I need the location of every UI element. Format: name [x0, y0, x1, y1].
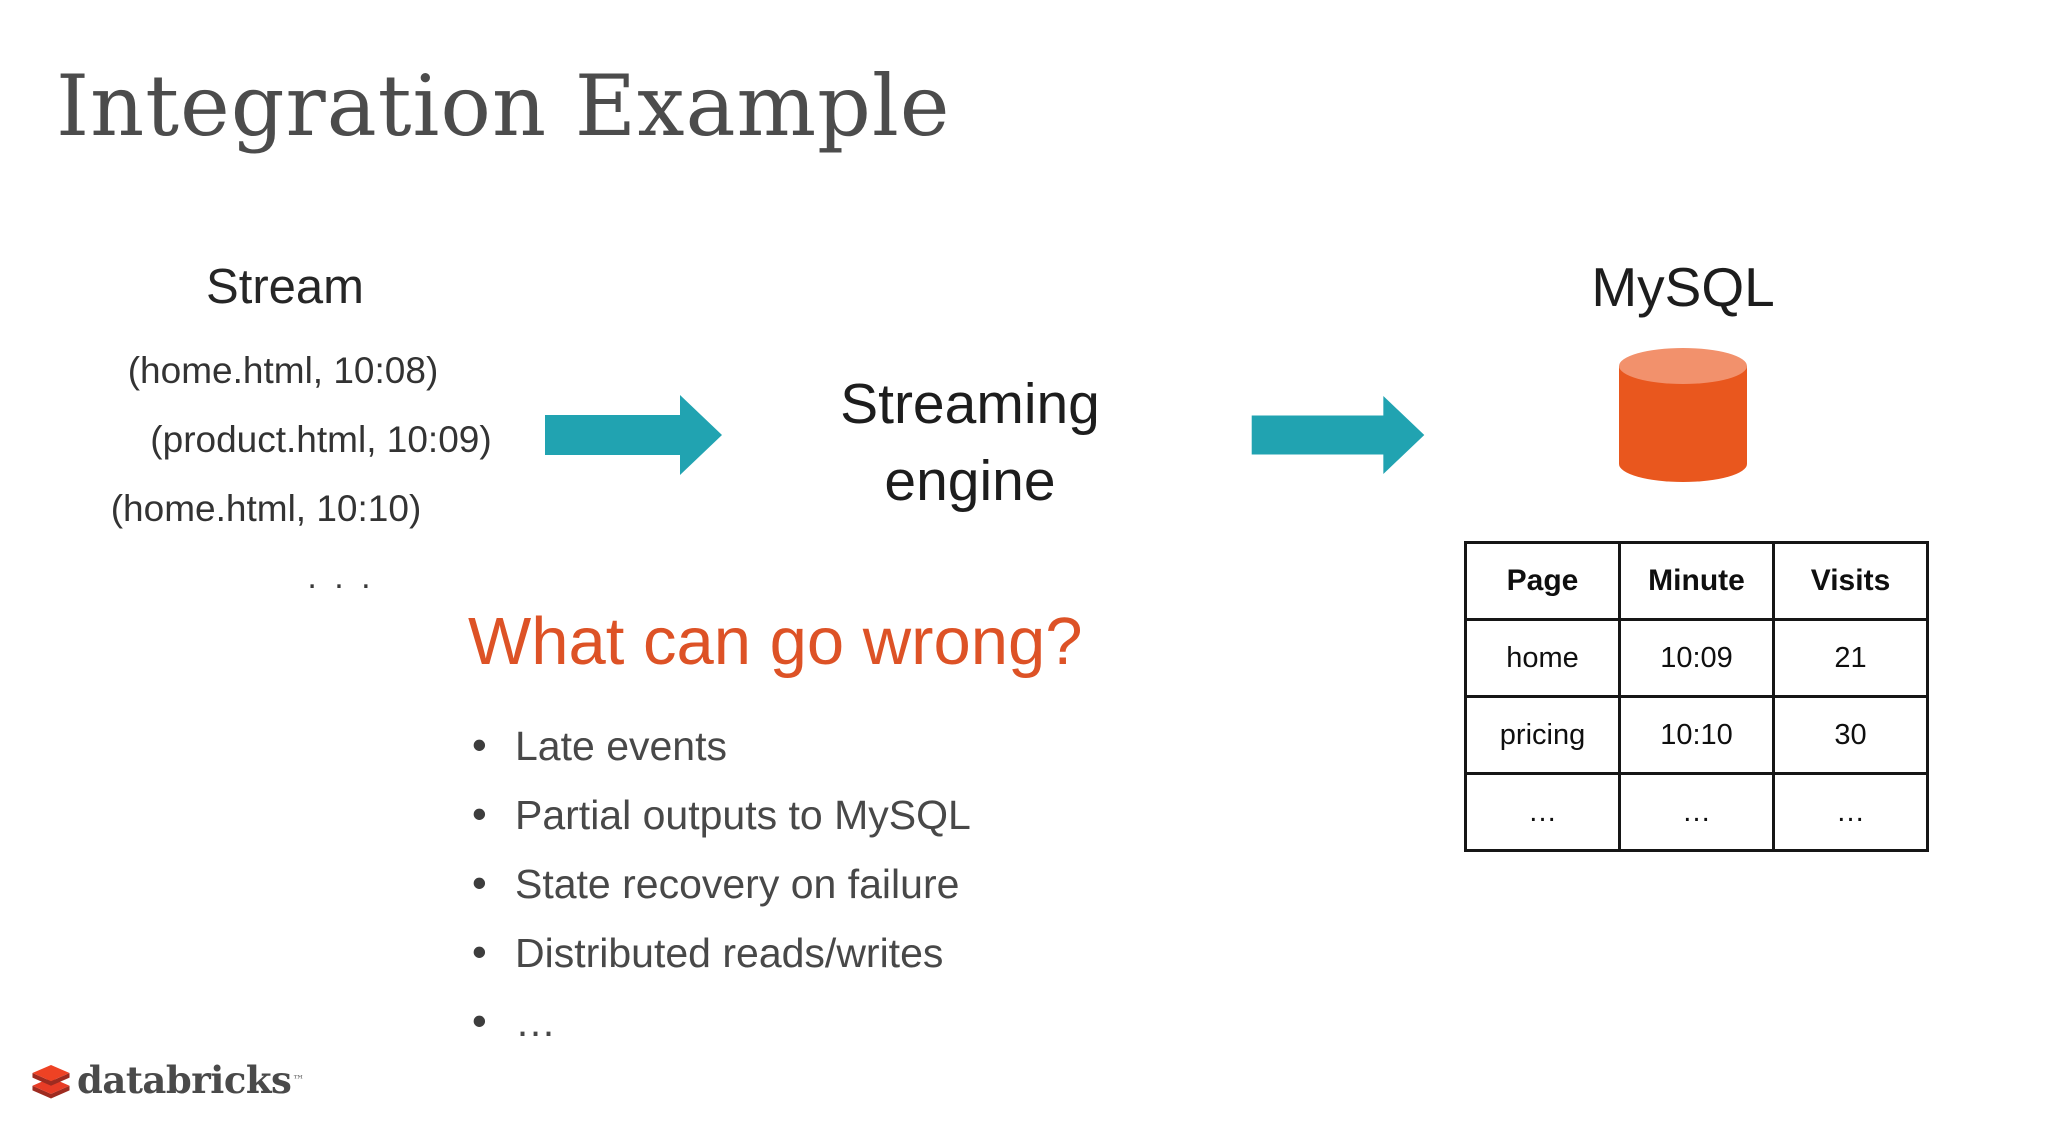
column-header-page: Page	[1464, 541, 1621, 621]
cell-minute: …	[1618, 772, 1775, 852]
table-header-row: Page Minute Visits	[1464, 541, 1929, 621]
streaming-engine-line1: Streaming	[840, 372, 1100, 436]
stream-event: (product.html, 10:09)	[150, 419, 492, 460]
list-item-label: …	[515, 999, 556, 1045]
list-item-label: Partial outputs to MySQL	[515, 792, 971, 838]
list-item: • State recovery on failure	[468, 850, 971, 919]
cell-minute: 10:10	[1618, 695, 1775, 775]
bullet-icon: •	[472, 721, 487, 768]
cell-visits: 21	[1772, 618, 1929, 698]
list-item: • Distributed reads/writes	[468, 919, 971, 988]
databricks-wordmark: databricks	[77, 1058, 292, 1102]
bullet-icon: •	[472, 790, 487, 837]
bullet-icon: •	[472, 928, 487, 975]
bullet-icon: •	[472, 859, 487, 906]
flow-arrow-icon	[1251, 396, 1425, 474]
cell-page: …	[1464, 772, 1621, 852]
flow-arrow-icon	[545, 395, 722, 475]
column-header-visits: Visits	[1772, 541, 1929, 621]
table-row: … … …	[1464, 772, 1929, 852]
database-cylinder-icon	[1619, 348, 1747, 487]
list-item-label: Distributed reads/writes	[515, 930, 944, 976]
stream-event: (home.html, 10:10)	[110, 488, 422, 529]
streaming-engine-line2: engine	[884, 449, 1056, 513]
trademark-symbol: ™	[292, 1073, 305, 1087]
issues-list: • Late events • Partial outputs to MySQL •…	[468, 712, 971, 1057]
list-item-label: State recovery on failure	[515, 861, 960, 907]
list-item-label: Late events	[515, 723, 727, 769]
list-item: • Partial outputs to MySQL	[468, 781, 971, 850]
streaming-engine-label: Streaming engine	[770, 366, 1170, 520]
stream-block: Stream (home.html, 10:08) (product.html,…	[55, 256, 515, 612]
list-item: •…	[468, 988, 971, 1057]
column-header-minute: Minute	[1618, 541, 1775, 621]
list-item: • Late events	[468, 712, 971, 781]
cell-visits: 30	[1772, 695, 1929, 775]
table-row: home 10:09 21	[1464, 618, 1929, 698]
mysql-results-table: Page Minute Visits home 10:09 21 pricing…	[1464, 541, 1929, 852]
question-heading: What can go wrong?	[468, 604, 1083, 679]
stream-ellipsis: . . .	[307, 558, 375, 596]
table-row: pricing 10:10 30	[1464, 695, 1929, 775]
slide-title: Integration Example	[56, 57, 951, 155]
mysql-label: MySQL	[1591, 256, 1775, 318]
cell-minute: 10:09	[1618, 618, 1775, 698]
stream-heading: Stream	[206, 260, 364, 314]
bullet-icon: •	[472, 997, 487, 1044]
cell-page: pricing	[1464, 695, 1621, 775]
cell-visits: …	[1772, 772, 1929, 852]
cell-page: home	[1464, 618, 1621, 698]
databricks-logo-icon	[32, 1064, 70, 1099]
stream-event: (home.html, 10:08)	[127, 350, 439, 391]
